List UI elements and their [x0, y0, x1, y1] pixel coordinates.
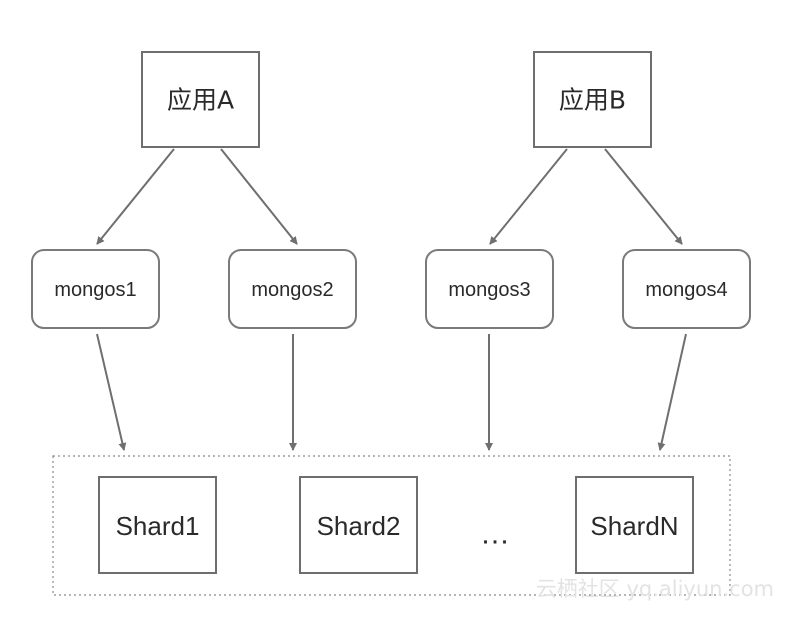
shard-label-2: Shard2 — [317, 511, 401, 541]
mongos-node-2: mongos2 — [228, 249, 357, 329]
edge-app-a-mongos1 — [96, 148, 175, 245]
shard-label-1: Shard1 — [116, 511, 200, 541]
shard-node-2: Shard2 — [299, 476, 418, 574]
shard-ellipsis: … — [480, 518, 514, 551]
mongos-node-1: mongos1 — [31, 249, 160, 329]
app-label-b: 应用B — [559, 86, 626, 115]
app-node-b: 应用B — [533, 51, 652, 148]
shard-node-1: Shard1 — [98, 476, 217, 574]
mongos-label-4: mongos4 — [645, 279, 727, 301]
mongos-node-4: mongos4 — [622, 249, 751, 329]
mongos-label-2: mongos2 — [251, 279, 333, 301]
mongos-node-3: mongos3 — [425, 249, 554, 329]
edge-mongos4-shards — [657, 333, 687, 451]
edge-app-a-mongos2 — [220, 148, 298, 245]
edge-app-b-mongos3 — [489, 148, 568, 245]
shard-node-n: ShardN — [575, 476, 694, 574]
watermark-text: 云栖社区 yq.aliyun.com — [536, 577, 774, 601]
mongos-label-1: mongos1 — [54, 279, 136, 301]
mongos-label-3: mongos3 — [448, 279, 530, 301]
edge-app-b-mongos4 — [604, 148, 683, 245]
app-label-a: 应用A — [167, 86, 234, 115]
app-node-a: 应用A — [141, 51, 260, 148]
shard-cluster — [52, 455, 731, 596]
edge-mongos1-shards — [96, 333, 127, 451]
shard-label-n: ShardN — [590, 511, 678, 541]
